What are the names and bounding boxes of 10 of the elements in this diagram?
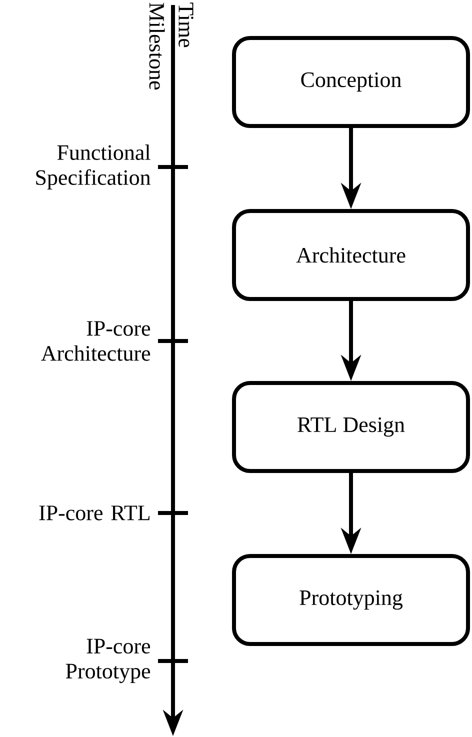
- process-box: Prototyping: [232, 554, 470, 646]
- milestone-label: IP-core RTL: [39, 506, 150, 520]
- milestone-label: IP-core Architecture: [41, 321, 150, 361]
- axis-label: Milestone: [149, 2, 165, 90]
- process-box: Conception: [232, 36, 470, 128]
- process-box: Architecture: [232, 209, 470, 301]
- milestone-label: Functional Specification: [36, 144, 150, 190]
- milestone-label: IP-core Prototype: [66, 638, 150, 684]
- process-box: RTL Design: [232, 381, 470, 473]
- axis-label: Time: [178, 2, 194, 48]
